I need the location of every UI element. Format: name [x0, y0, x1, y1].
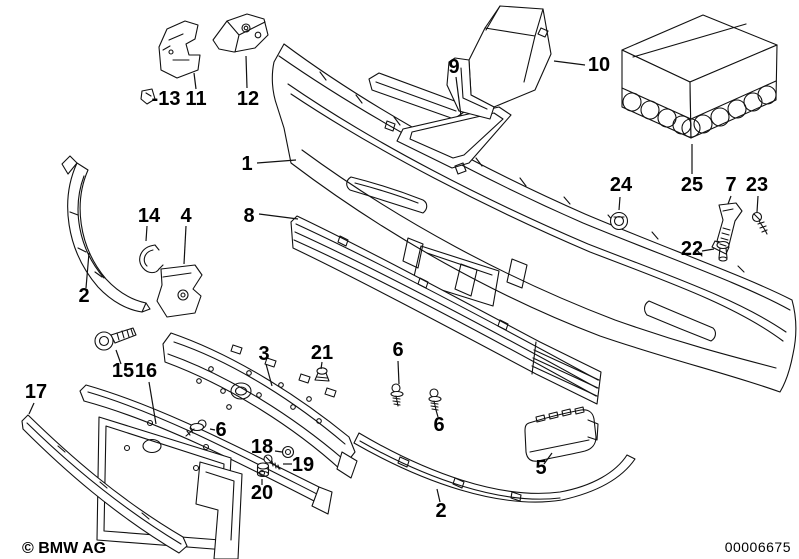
part-17-lower-trim-strip-drawing	[21, 414, 188, 554]
document-number: 00006675	[725, 539, 791, 555]
callout-24[interactable]: 24	[610, 174, 633, 196]
callout-22[interactable]: 22	[681, 238, 703, 260]
part-5-grille-insert-drawing	[524, 406, 599, 462]
callout-6-left[interactable]: 6	[215, 419, 226, 441]
callout-14[interactable]: 14	[138, 205, 161, 227]
callout-21[interactable]: 21	[311, 342, 333, 364]
callout-25[interactable]: 25	[681, 174, 703, 196]
callout-17[interactable]: 17	[25, 381, 47, 403]
part-13-clip-drawing	[140, 88, 156, 105]
part-6-screw-right-drawing	[428, 388, 442, 411]
callout-16[interactable]: 16	[135, 360, 157, 382]
part-2-trim-strip-right-drawing	[353, 432, 636, 503]
part-22-expansion-rivet-drawing	[716, 240, 730, 262]
callout-2-right[interactable]: 2	[435, 500, 446, 522]
callout-3[interactable]: 3	[258, 343, 269, 365]
part-9-support-bracket-drawing	[368, 72, 512, 175]
callout-20[interactable]: 20	[251, 482, 273, 504]
callout-18[interactable]: 18	[251, 436, 273, 458]
part-25-kit-box-drawing	[621, 14, 778, 139]
part-15-tow-hook-drawing	[94, 327, 137, 351]
callout-12[interactable]: 12	[237, 88, 259, 110]
callout-9[interactable]: 9	[448, 56, 459, 78]
part-21-expanding-clip-drawing	[314, 367, 330, 382]
part-20-plug-drawing	[256, 462, 270, 478]
part-24-grommet-drawing	[609, 211, 629, 231]
part-14-c-clip-drawing	[139, 244, 164, 274]
callout-2-left[interactable]: 2	[78, 285, 89, 307]
part-4-mounting-bracket-drawing	[156, 264, 203, 318]
callout-7[interactable]: 7	[725, 174, 736, 196]
callout-6-middle[interactable]: 6	[392, 339, 403, 361]
callout-5[interactable]: 5	[535, 457, 546, 479]
callout-19[interactable]: 19	[292, 454, 314, 476]
part-3-impact-absorber-drawing	[162, 332, 358, 479]
part-2-trim-strip-left-drawing	[61, 155, 151, 313]
callout-11[interactable]: 11	[185, 88, 206, 110]
callout-4[interactable]: 4	[180, 205, 192, 227]
part-18-nut-drawing	[281, 445, 295, 459]
part-19-bolt-drawing	[263, 454, 281, 470]
part-11-bracket-drawing	[158, 20, 201, 79]
callout-1[interactable]: 1	[241, 153, 252, 175]
part-8-lower-grille-drawing	[290, 215, 602, 405]
callout-23[interactable]: 23	[746, 174, 768, 196]
callout-6-right[interactable]: 6	[433, 414, 444, 436]
leader-lines	[28, 55, 759, 503]
callout-13[interactable]: -13	[152, 88, 181, 110]
part-23-screw-drawing	[751, 211, 768, 235]
part-6-screw-middle-drawing	[390, 383, 404, 407]
callout-8[interactable]: 8	[243, 205, 254, 227]
copyright-notice: © BMW AG	[22, 540, 106, 557]
part-6-screw-left-drawing	[185, 419, 207, 437]
part-10-air-duct-drawing	[446, 5, 552, 120]
part-12-bracket-drawing	[212, 13, 269, 53]
callout-15[interactable]: 15	[112, 360, 134, 382]
callout-10[interactable]: 10	[588, 54, 610, 76]
